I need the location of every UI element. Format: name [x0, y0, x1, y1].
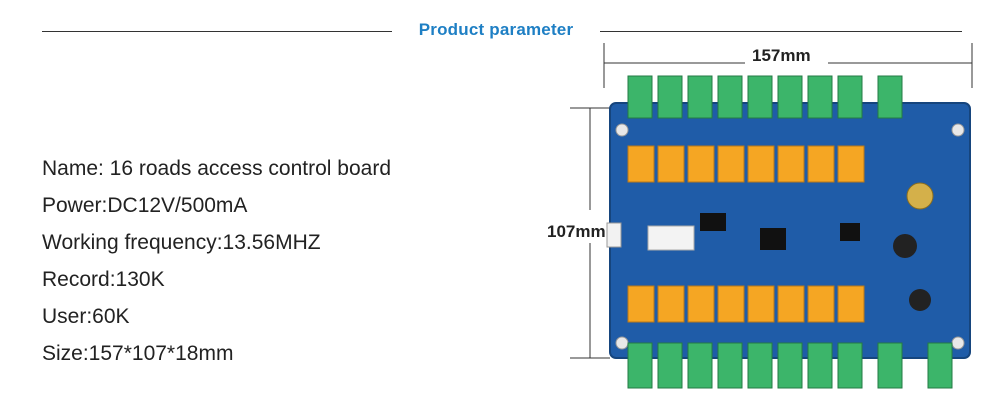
terminal-block-icon	[627, 342, 653, 389]
capacitor-icon	[893, 234, 917, 258]
mount-hole-icon	[615, 336, 629, 350]
terminal-block-icon	[687, 342, 713, 389]
terminal-block-icon	[877, 75, 903, 119]
spec-name: Name: 16 roads access control board	[42, 157, 392, 180]
spec-size: Size:157*107*18mm	[42, 342, 234, 365]
terminal-block-icon	[747, 75, 773, 119]
bottom-relay-row	[627, 285, 865, 323]
relay-icon	[687, 285, 715, 323]
terminal-block-icon	[877, 342, 903, 389]
relay-icon	[807, 145, 835, 183]
connector-icon	[606, 222, 622, 248]
terminal-block-icon	[837, 342, 863, 389]
relay-icon	[717, 285, 745, 323]
top-relay-row	[627, 145, 865, 183]
relay-icon	[627, 145, 655, 183]
relay-icon	[837, 145, 865, 183]
relay-icon	[717, 145, 745, 183]
dimension-width-label: 157mm	[752, 46, 811, 65]
relay-icon	[777, 285, 805, 323]
dimension-width-line	[603, 43, 973, 88]
bottom-terminal-row	[627, 342, 953, 389]
terminal-block-icon	[627, 75, 653, 119]
terminal-block-icon	[777, 75, 803, 119]
terminal-block-icon	[717, 75, 743, 119]
spec-list: Name: 16 roads access control board Powe…	[42, 150, 391, 372]
mount-hole-icon	[951, 336, 965, 350]
section-title: Product parameter	[418, 20, 574, 39]
relay-icon	[747, 145, 775, 183]
spec-user: User:60K	[42, 305, 130, 328]
spec-power: Power:DC12V/500mA	[42, 194, 248, 217]
chip-icon	[700, 213, 726, 231]
header-rule-right	[600, 31, 962, 32]
terminal-block-icon	[777, 342, 803, 389]
dimension-height-label: 107mm	[547, 222, 606, 241]
label-sticker	[647, 225, 695, 251]
relay-icon	[777, 145, 805, 183]
spec-record: Record:130K	[42, 268, 165, 291]
dimension-height-line	[570, 107, 610, 359]
terminal-block-icon	[657, 75, 683, 119]
header-rule-left	[42, 31, 392, 32]
mount-hole-icon	[615, 123, 629, 137]
chip-icon	[840, 223, 860, 241]
terminal-block-icon	[687, 75, 713, 119]
chip-icon	[760, 228, 786, 250]
terminal-block-icon	[717, 342, 743, 389]
relay-icon	[807, 285, 835, 323]
terminal-block-icon	[807, 342, 833, 389]
terminal-block-icon	[747, 342, 773, 389]
terminal-block-icon	[807, 75, 833, 119]
terminal-block-icon	[927, 342, 953, 389]
terminal-block-icon	[657, 342, 683, 389]
relay-icon	[837, 285, 865, 323]
relay-icon	[657, 145, 685, 183]
relay-icon	[687, 145, 715, 183]
mount-hole-icon	[951, 123, 965, 137]
board-illustration	[570, 43, 973, 389]
capacitor-icon	[909, 289, 931, 311]
relay-icon	[627, 285, 655, 323]
terminal-block-icon	[837, 75, 863, 119]
relay-icon	[657, 285, 685, 323]
spec-frequency: Working frequency:13.56MHZ	[42, 231, 321, 254]
top-terminal-row	[627, 75, 903, 119]
battery-icon	[906, 182, 934, 210]
relay-icon	[747, 285, 775, 323]
